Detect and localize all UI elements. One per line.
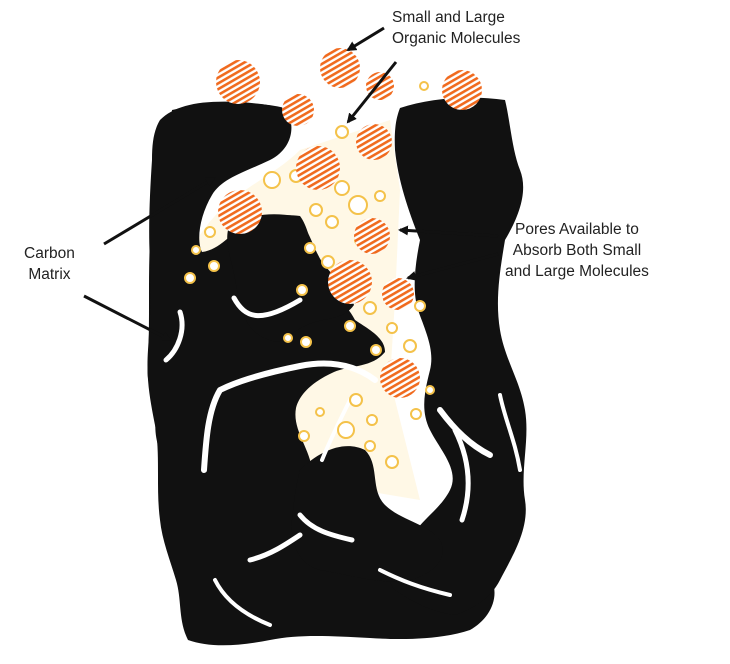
label-pores-available: Pores Available to Absorb Both Small and… (505, 219, 649, 282)
label-carbon-matrix: Carbon Matrix (24, 243, 75, 285)
label-organic-molecules: Small and Large Organic Molecules (392, 7, 520, 49)
label-line: Absorb Both Small (505, 240, 649, 261)
label-line: Matrix (24, 264, 75, 285)
label-line: and Large Molecules (505, 261, 649, 282)
label-line: Pores Available to (505, 219, 649, 240)
carbon-matrix-lower (292, 446, 443, 581)
label-line: Carbon (24, 243, 75, 264)
arrow-to-large-molecule (348, 28, 384, 50)
label-line: Small and Large (392, 7, 520, 28)
label-line: Organic Molecules (392, 28, 520, 49)
